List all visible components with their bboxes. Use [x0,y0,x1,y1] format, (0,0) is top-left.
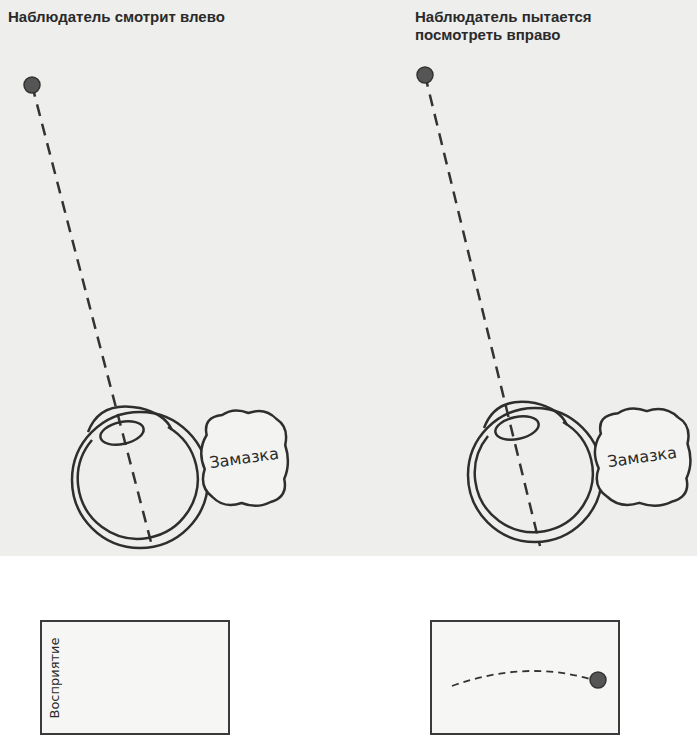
gaze-line [32,85,152,546]
gaze-line [425,75,540,546]
putty-blob: Замазка [195,405,292,511]
panel-heading: Наблюдатель пытается посмотреть вправо [415,8,625,44]
target-dot [417,67,433,83]
panel-heading: Наблюдатель смотрит влево [8,8,238,26]
target-dot [24,77,40,93]
perception-box: Восприятие [40,620,230,735]
perceived-dot [590,672,606,688]
photo-ground [0,0,697,556]
eyeball [72,406,208,548]
motion-path [452,671,590,686]
eyeball [468,402,602,542]
putty-blob: Замазка [588,403,695,511]
axis-label: Восприятие [47,637,62,718]
perception-frame [431,621,619,734]
